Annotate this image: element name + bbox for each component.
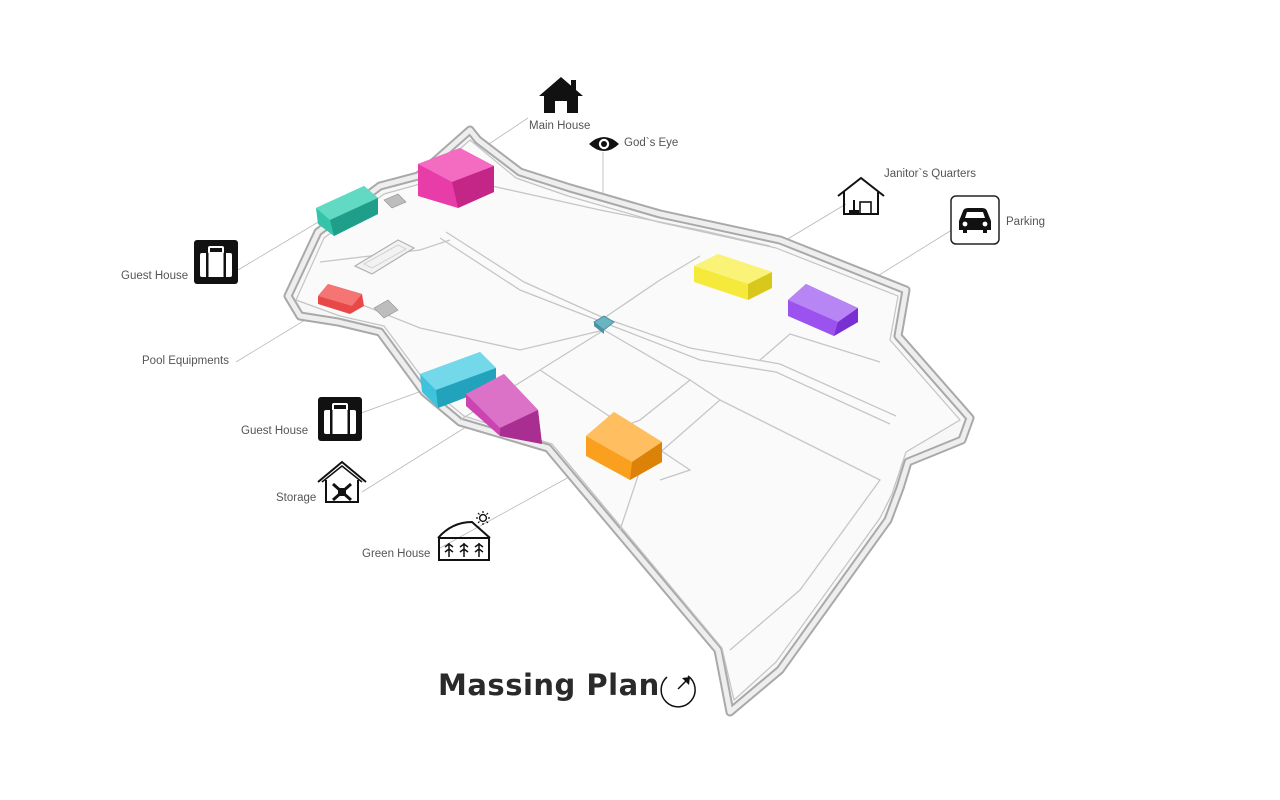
car-icon [950, 195, 1000, 245]
label-green-house: Green House [362, 548, 431, 560]
eye-icon [589, 137, 619, 151]
label-janitors-quarters: Janitor`s Quarters [884, 168, 977, 180]
label-guest-house-1: Guest House [121, 270, 189, 282]
site-wall [283, 125, 975, 717]
label-pool-equipments: Pool Equipments [142, 355, 229, 367]
compass-icon [660, 675, 696, 708]
gods-eye-marker [593, 315, 615, 334]
building-pool-equipments [318, 284, 364, 314]
janitor-house-icon [837, 176, 885, 215]
building-parking [788, 284, 858, 336]
greenhouse-icon [437, 511, 491, 561]
building-green-house [586, 412, 662, 480]
label-guest-house-2: Guest House [241, 425, 309, 437]
suitcase-icon [318, 397, 362, 441]
storage-house-icon [317, 460, 367, 503]
label-gods-eye: God`s Eye [624, 137, 679, 149]
diagram-title: Massing Plan [438, 668, 660, 702]
site-paths [319, 177, 897, 651]
building-main-house [418, 148, 494, 208]
pool [353, 239, 416, 275]
label-parking: Parking [1006, 216, 1045, 228]
gratings [373, 193, 407, 319]
building-janitors-quarters [694, 254, 772, 300]
building-guest-house-2 [420, 352, 496, 408]
label-main-house: Main House [529, 120, 591, 132]
building-storage [466, 374, 542, 444]
house-icon [539, 77, 583, 113]
label-storage: Storage [276, 492, 317, 504]
suitcase-icon [194, 240, 238, 284]
building-guest-house-1 [316, 186, 378, 236]
